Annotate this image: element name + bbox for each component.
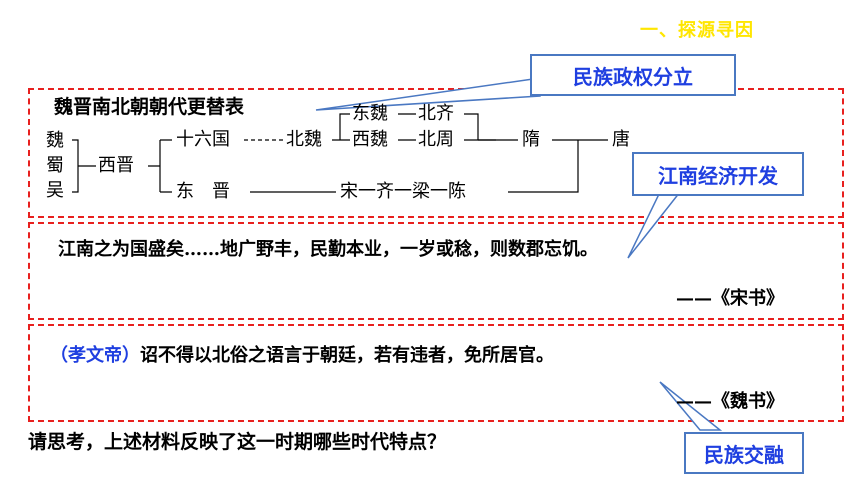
callout-pointer-economy [627,191,682,259]
node-xijin: 西晋 [98,155,134,176]
question-text: 请思考，上述材料反映了这一时期哪些时代特点？ [28,431,447,453]
quote1-text: 江南之为国盛矣……地广野丰，民勤本业，一岁或稔，则数郡忘饥。 [58,239,598,260]
node-shu: 蜀 [46,155,64,176]
node-beiwei: 北魏 [286,129,322,150]
line-chen-sui [508,140,579,193]
node-south-chain: 宋一齐一梁一陈 [340,181,466,202]
node-wei: 魏 [46,130,64,151]
quote2-box [28,324,844,422]
node-sui: 隋 [522,129,540,150]
node-sixteen: 十六国 [176,129,230,150]
bracket-three-kingdoms [72,139,96,193]
node-xiwei: 西魏 [352,129,388,150]
node-beiqi: 北齐 [418,103,454,124]
callout-pointer-fusion [659,381,723,431]
callout-fusion: 民族交融 [684,432,804,474]
quote2-source: ——《魏书》 [676,391,784,412]
chart-title: 魏晋南北朝朝代更替表 [54,96,245,118]
quote1-source: ——《宋书》 [676,288,784,309]
section-title: 一、探源寻因 [640,20,754,41]
quote2-text: 诏不得以北俗之语言于朝廷，若有违者，免所居官。 [140,345,554,366]
bracket-xijin [148,139,172,193]
node-tang: 唐 [612,129,630,150]
node-wu: 吴 [46,180,64,201]
node-dongjin: 东 晋 [176,181,230,202]
line-beiwei-dongwei [339,113,350,140]
callout-economy: 江南经济开发 [632,152,804,196]
dynasty-chart-box [28,88,844,218]
node-dongwei: 东魏 [352,103,388,124]
quote1-box [28,222,844,320]
node-beizhou: 北周 [418,129,454,150]
bracket-north [464,113,496,141]
quote2-line: （孝文帝）诏不得以北俗之语言于朝廷，若有违者，免所居官。 [50,347,554,365]
callout-political: 民族政权分立 [530,54,736,96]
quote2-prefix: （孝文帝） [50,345,140,366]
